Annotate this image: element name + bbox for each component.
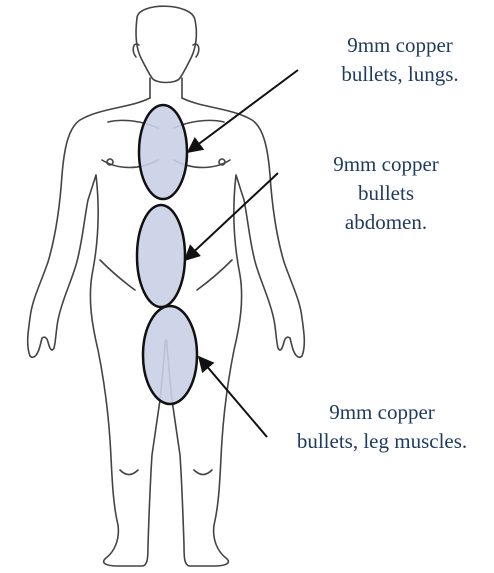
lungs-annotation-line-1: 9mm copper [310,31,490,60]
legs-annotation-line-2: bullets, leg muscles. [270,427,494,456]
abdomen-annotation-line-2: bullets [296,179,476,208]
lungs-region [139,105,187,199]
legs-annotation: 9mm copper bullets, leg muscles. [270,398,494,456]
abdomen-annotation: 9mm copper bullets abdomen. [296,150,476,237]
lungs-annotation: 9mm copper bullets, lungs. [310,31,490,89]
lungs-annotation-line-2: bullets, lungs. [310,60,490,89]
abdomen-annotation-line-3: abdomen. [296,208,476,237]
legs-annotation-line-1: 9mm copper [270,398,494,427]
abdomen-arrow [185,173,278,260]
abdomen-region [137,205,185,307]
lungs-arrow [188,70,298,152]
highlight-regions [137,105,197,404]
abdomen-annotation-line-1: 9mm copper [296,150,476,179]
head-outline [136,6,196,82]
legs-arrow [199,357,267,437]
knee-lines [120,470,212,475]
legs-region [143,306,197,404]
